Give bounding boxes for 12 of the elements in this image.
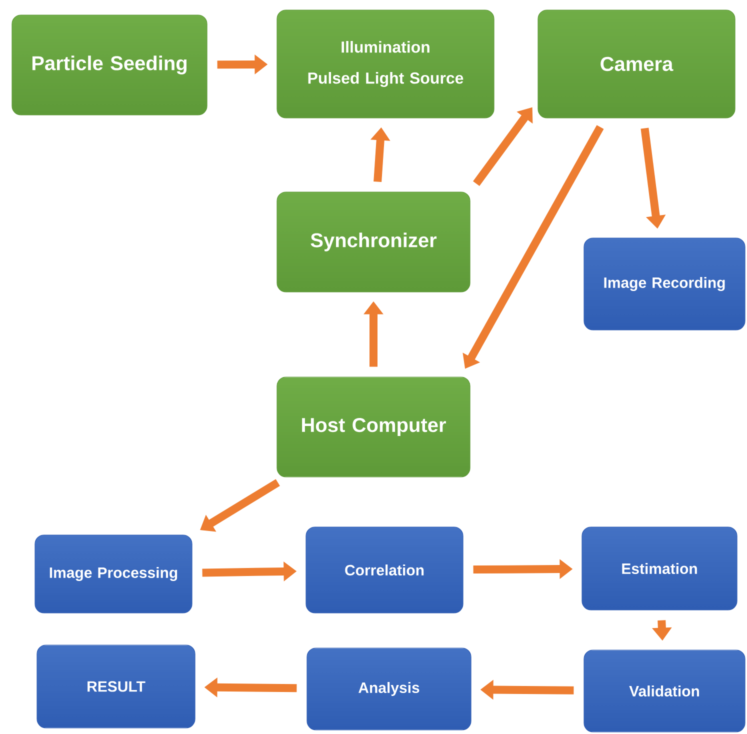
process-box: Analysis [306,648,472,730]
process-box: Image Processing [34,534,192,614]
process-box: Validation [584,650,746,732]
process-box: Correlation [306,526,464,614]
process-box: Particle Seeding [12,14,208,116]
process-box: RESULT [36,644,196,728]
process-box: Image Recording [584,238,746,330]
process-box: Synchronizer [276,192,470,292]
process-box: Camera [538,10,736,118]
process-box: Host Computer [276,376,470,478]
process-box: Illumination Pulsed Light Source [276,10,494,118]
process-box: Estimation [582,526,738,610]
